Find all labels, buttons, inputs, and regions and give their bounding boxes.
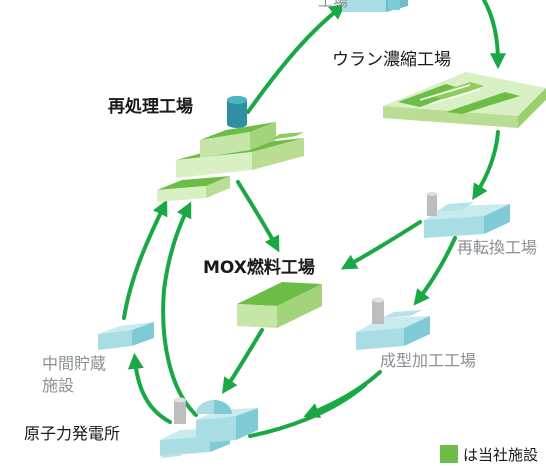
label-nuclear-power-plant: 原子力発電所 xyxy=(24,424,121,443)
label-fuel-fabrication: 成型加工工場 xyxy=(380,351,477,370)
arrow-npp-outer-return xyxy=(248,383,367,438)
label-reconversion: 再転換工場 xyxy=(457,238,538,257)
arrow-reprocessing-to-mox xyxy=(236,180,280,253)
legend: は当社施設 xyxy=(440,444,538,464)
mox-fuel-building xyxy=(237,282,322,328)
label-top-facility: 工場 xyxy=(318,0,349,10)
label-reprocessing: 再処理工場 xyxy=(108,97,193,117)
arrow-enrichment-to-reconversion xyxy=(472,130,500,201)
arrow-npp-to-storage xyxy=(127,352,172,424)
uranium-enrichment-building xyxy=(383,72,546,128)
legend-swatch xyxy=(440,445,458,463)
label-uranium-enrichment: ウラン濃縮工場 xyxy=(332,50,451,70)
arrow-mox-to-npp xyxy=(222,328,264,394)
arrow-npp-to-reprocessing xyxy=(161,201,198,417)
label-mox-fuel: MOX燃料工場 xyxy=(203,258,315,278)
reprocessing-building xyxy=(157,96,304,202)
label-interim-storage-line2: 施設 xyxy=(42,376,75,395)
interim-storage-building xyxy=(98,322,154,350)
arrow-reprocessing-to-top xyxy=(246,3,346,114)
arrow-top-to-enrichment xyxy=(482,0,506,70)
label-interim-storage-line1: 中間貯蔵 xyxy=(42,354,107,373)
top-facility-block xyxy=(342,0,408,12)
arrow-fabrication-to-npp xyxy=(303,370,382,418)
fuel-fabrication-building xyxy=(356,297,430,350)
arrow-storage-to-reprocessing xyxy=(122,199,168,320)
arrow-reconversion-to-mox xyxy=(340,220,422,270)
reconversion-building xyxy=(424,192,510,238)
nuclear-power-plant-building xyxy=(160,397,258,458)
legend-text: は当社施設 xyxy=(463,445,539,464)
arrow-reconversion-to-fabrication xyxy=(413,236,457,306)
